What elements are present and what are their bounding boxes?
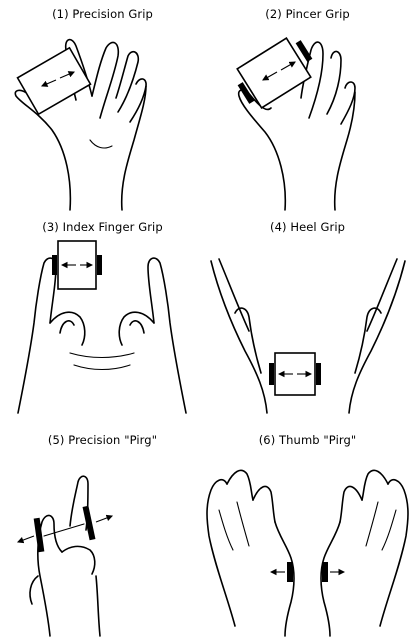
pincer-grip-illustration <box>205 0 410 213</box>
index-finger-grip-illustration <box>0 213 205 426</box>
panel-heel-grip: (4) Heel Grip <box>205 213 410 426</box>
precision-pirg-illustration <box>0 426 205 639</box>
panel-pincer-grip: (2) Pincer Grip <box>205 0 410 213</box>
panel-precision-grip: (1) Precision Grip <box>0 0 205 213</box>
panel-index-finger-grip: (3) Index Finger Grip <box>0 213 205 426</box>
panel-precision-pirg: (5) Precision "Pirg" <box>0 426 205 639</box>
precision-grip-illustration <box>0 0 205 213</box>
panel-thumb-pirg: (6) Thumb "Pirg" <box>205 426 410 639</box>
heel-grip-illustration <box>205 213 410 426</box>
thumb-pirg-illustration <box>205 426 410 639</box>
